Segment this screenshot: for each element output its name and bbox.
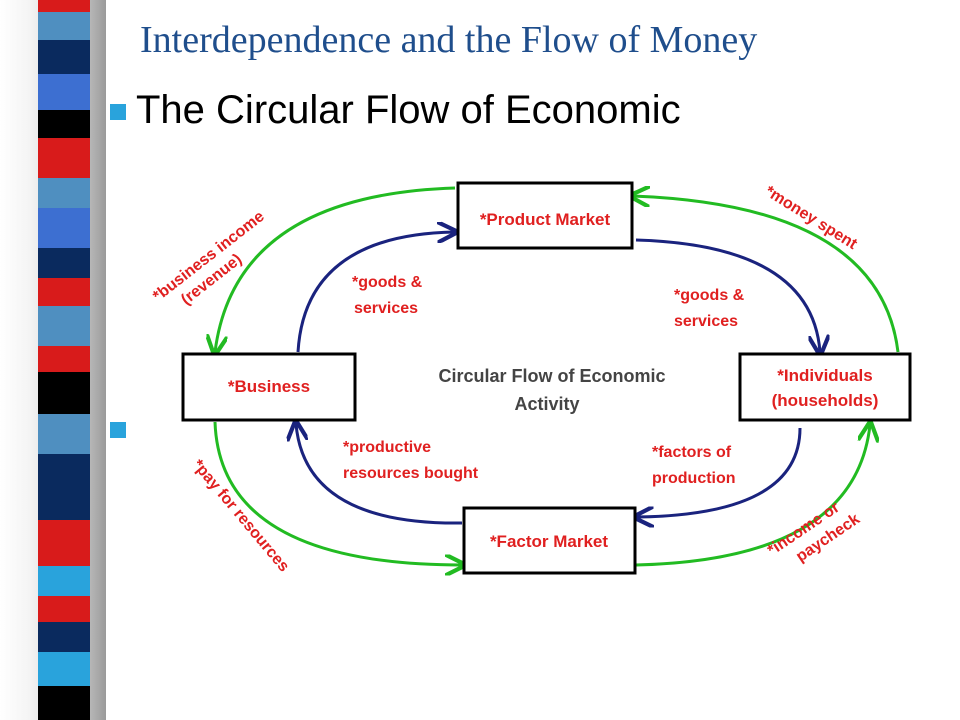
money-flow-arrow-income-paycheck <box>635 425 870 567</box>
label-productive-resources-line2: resources bought <box>343 465 479 482</box>
individuals-box: *Individuals (households) <box>738 352 912 422</box>
money-flow-arrow-pay-for-resources <box>213 421 462 565</box>
label-pay-for-resources: *pay for resources <box>189 457 292 576</box>
label-goods-services-right-line2: services <box>674 313 738 330</box>
goods-flow-arrow-business-to-product <box>296 232 454 353</box>
goods-flow-arrow-individuals-to-factor <box>637 427 802 517</box>
label-business-income: *business income (revenue) <box>150 208 268 309</box>
label-productive-resources-line1: *productive <box>343 439 431 456</box>
decorative-color-bars <box>38 0 90 720</box>
label-goods-services-left-line1: *goods & <box>352 274 423 291</box>
individuals-label-line1: *Individuals <box>777 366 872 385</box>
money-flow-arrow-business-income <box>215 186 456 352</box>
label-factors-production-line2: production <box>652 470 736 487</box>
goods-flow-arrow-product-to-individuals <box>635 238 820 352</box>
label-factors-production-line1: *factors of <box>652 444 732 461</box>
label-pay-for-resources-text: *pay for resources <box>189 457 292 576</box>
center-label-line2: Activity <box>514 394 579 414</box>
center-label-line1: Circular Flow of Economic <box>438 366 665 386</box>
product-market-box: *Product Market <box>456 181 634 250</box>
label-income-paycheck: *income or paycheck <box>765 499 863 566</box>
factor-market-label: *Factor Market <box>490 532 608 551</box>
bullet-text-1: The Circular Flow of Economic <box>136 88 681 132</box>
decorative-side-strip <box>0 0 106 720</box>
bullet-marker-1 <box>110 104 126 120</box>
business-box: *Business <box>181 352 357 422</box>
label-goods-services-left-line2: services <box>354 300 418 317</box>
label-goods-services-right-line1: *goods & <box>674 287 745 304</box>
business-label: *Business <box>228 377 310 396</box>
product-market-label: *Product Market <box>480 210 611 229</box>
bullet-marker-2 <box>110 422 126 438</box>
goods-flow-arrow-factor-to-business <box>296 424 463 525</box>
individuals-label-line2: (households) <box>772 391 879 410</box>
factor-market-box: *Factor Market <box>462 506 637 575</box>
slide-title: Interdependence and the Flow of Money <box>140 19 758 61</box>
money-flow-arrow-money-spent <box>633 196 900 353</box>
